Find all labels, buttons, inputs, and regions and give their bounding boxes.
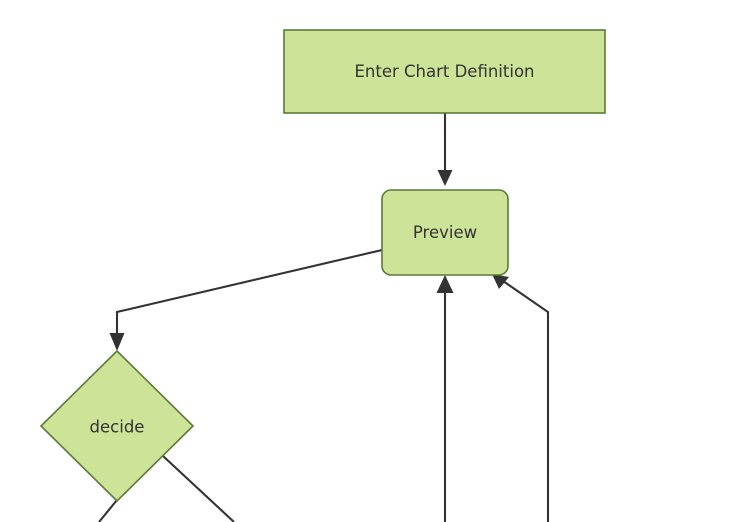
edge-line bbox=[162, 455, 235, 522]
edge-bottom-center-to-preview bbox=[436, 275, 454, 522]
node-layer: Enter Chart Definition Preview decide bbox=[39, 29, 606, 503]
edge-decide-bottom-left bbox=[98, 499, 118, 522]
edge-bottom-right-to-preview bbox=[492, 274, 550, 522]
node-label-decide: decide bbox=[90, 418, 145, 437]
node-enter-chart-definition[interactable]: Enter Chart Definition bbox=[283, 29, 606, 114]
arrowhead-icon bbox=[492, 274, 509, 289]
edge-line bbox=[502, 280, 550, 522]
edge-enter-to-preview bbox=[437, 113, 453, 186]
node-decide[interactable]: decide bbox=[39, 349, 195, 503]
node-label-enter-chart-definition: Enter Chart Definition bbox=[354, 62, 534, 81]
arrowhead-icon bbox=[109, 333, 125, 351]
node-label-preview: Preview bbox=[413, 223, 477, 242]
edge-layer bbox=[98, 113, 550, 522]
edge-line bbox=[115, 248, 383, 343]
arrowhead-icon bbox=[437, 170, 453, 186]
edge-line bbox=[98, 499, 118, 522]
arrowhead-icon bbox=[436, 275, 454, 293]
node-shape-rounded-rectangle bbox=[381, 189, 509, 276]
edge-preview-to-decide bbox=[109, 248, 383, 351]
edge-decide-bottom-right bbox=[162, 455, 235, 522]
node-shape-diamond bbox=[39, 349, 195, 503]
node-shape-rectangle bbox=[283, 29, 606, 114]
node-preview[interactable]: Preview bbox=[381, 189, 509, 276]
